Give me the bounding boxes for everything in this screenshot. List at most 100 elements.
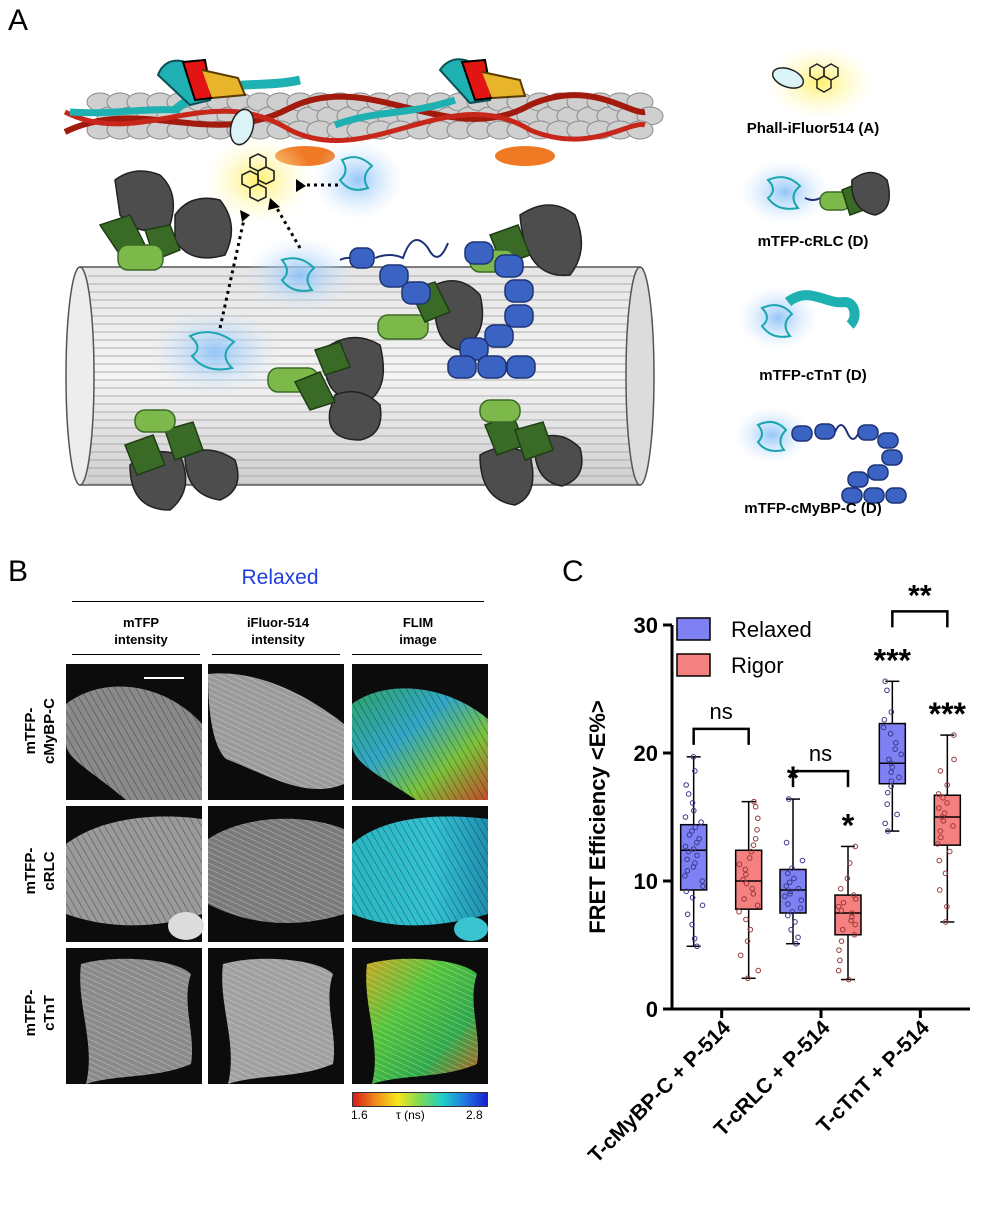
panel-label-a: A (8, 4, 29, 37)
data-point (894, 811, 900, 818)
data-point (736, 861, 743, 868)
data-point (682, 873, 688, 879)
data-point (835, 903, 842, 910)
data-point (699, 902, 706, 909)
data-point (791, 875, 797, 882)
data-point (691, 935, 698, 942)
data-point (751, 798, 757, 805)
data-point (795, 934, 801, 941)
data-point (684, 911, 691, 918)
data-point (694, 943, 700, 950)
data-point (942, 919, 949, 925)
data-point (746, 855, 753, 861)
data-point (683, 888, 690, 895)
data-point (741, 896, 747, 902)
donor-mtfp (150, 140, 403, 397)
data-point (836, 947, 842, 953)
legend-phall: Phall-iFluor514 (A) (746, 120, 880, 137)
micrograph-grid (66, 664, 490, 1088)
data-point (849, 914, 855, 920)
data-point (789, 908, 796, 915)
data-point (785, 796, 792, 802)
data-point (852, 843, 859, 850)
y-tick-label: 20 (634, 741, 658, 766)
data-point (783, 839, 790, 846)
condition-title: Relaxed (241, 566, 319, 589)
data-point (685, 848, 692, 855)
data-point (944, 800, 950, 806)
data-point (898, 751, 905, 758)
row-head-cmybpc: mTFP- cMyBP-C (22, 698, 58, 764)
data-point (950, 732, 957, 738)
data-point (786, 879, 793, 886)
data-point (685, 791, 692, 797)
data-point (849, 910, 855, 916)
data-point (689, 894, 696, 901)
data-point (698, 819, 704, 825)
significance-bracket (891, 610, 949, 628)
col-rule (352, 654, 482, 655)
col-head-flim: FLIM image (399, 615, 437, 647)
data-point (755, 967, 762, 974)
row-head-crlc: mTFP- cRLC (22, 847, 58, 895)
data-point (887, 731, 894, 737)
data-point (690, 846, 697, 852)
lifetime-colorbar (352, 1092, 488, 1107)
panel-label-c: C (562, 555, 584, 588)
y-tick-label: 10 (634, 869, 658, 894)
colorbar-title: τ (ns) (396, 1108, 425, 1122)
y-tick-label: 30 (634, 613, 658, 638)
data-point (682, 814, 689, 820)
data-point (787, 888, 793, 895)
col-head-ifluor: iFluor-514 intensity (246, 615, 310, 647)
data-point (888, 783, 894, 790)
data-point (851, 931, 858, 938)
col-rule (212, 654, 340, 655)
data-point (935, 791, 942, 797)
data-point (694, 852, 700, 859)
legend-label: Rigor (731, 653, 784, 678)
data-point (737, 952, 744, 959)
data-point (884, 801, 890, 807)
data-point (743, 916, 749, 923)
legend-swatch (676, 617, 711, 641)
data-point (888, 709, 895, 715)
data-point (846, 860, 853, 866)
data-point (934, 841, 941, 847)
colorbar-min: 1.6 (351, 1108, 368, 1122)
thin-filament (63, 58, 664, 166)
data-point (839, 926, 846, 933)
data-point (936, 857, 943, 864)
data-point (799, 857, 806, 864)
data-point (937, 834, 944, 841)
x-tick-label: T-cMyBP-C + P-514 (584, 1016, 735, 1167)
data-point (793, 940, 799, 947)
data-point (785, 912, 791, 919)
significance-bracket (791, 769, 850, 788)
significance-stars: * (787, 760, 800, 796)
data-point (782, 893, 788, 900)
col-rule (72, 654, 200, 655)
data-point (787, 891, 793, 897)
data-point (693, 839, 700, 846)
legend-cmybpc: mTFP-cMyBP-C (D) (744, 500, 882, 517)
box-relaxed (679, 823, 708, 891)
data-point (852, 921, 859, 928)
data-point (888, 769, 894, 775)
data-point (944, 903, 950, 910)
data-point (783, 883, 790, 889)
data-point (838, 938, 845, 944)
data-point (940, 795, 946, 801)
data-point (740, 876, 746, 883)
data-point (852, 896, 859, 902)
data-point (754, 902, 761, 909)
row-head-ctnt: mTFP- cTnT (22, 989, 58, 1037)
data-point (889, 764, 896, 770)
data-point (792, 919, 798, 925)
legend-label: Relaxed (731, 617, 812, 642)
data-point (848, 917, 854, 924)
significance-stars: *** (874, 642, 912, 678)
data-point (884, 687, 890, 694)
data-point (944, 782, 951, 788)
